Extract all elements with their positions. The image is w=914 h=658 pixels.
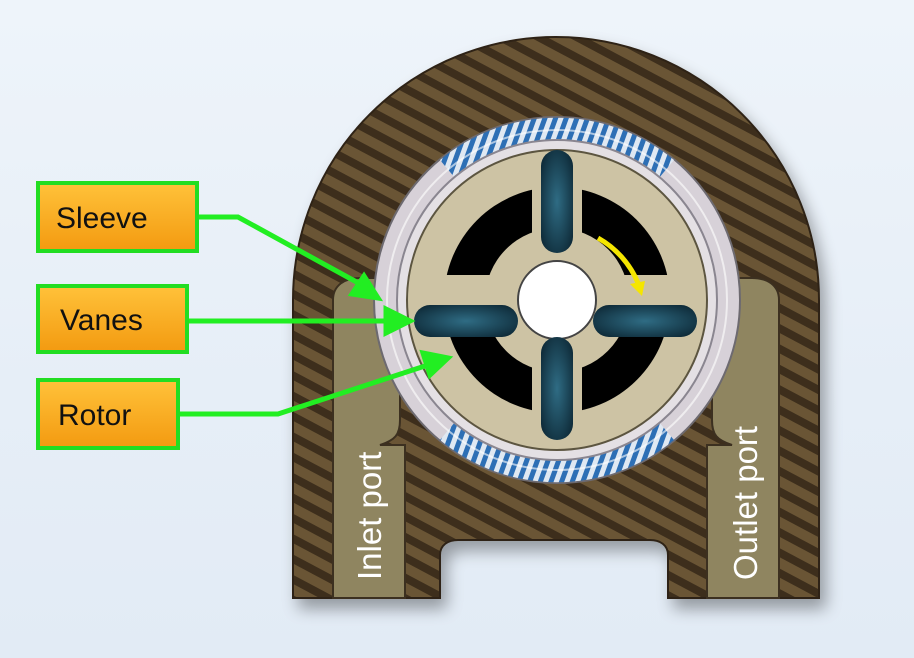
vane-left [414,305,518,337]
label-vanes: Vanes [60,304,143,337]
label-sleeve-box: Sleeve [36,181,199,253]
label-sleeve: Sleeve [56,202,148,235]
label-vanes-box: Vanes [36,284,189,354]
vane-right [593,305,697,337]
vane-top [541,150,573,253]
vane-bottom [541,337,573,440]
sleeve-arrow [197,214,364,288]
outlet-port-label: Outlet port [727,426,764,580]
rotation-arrow-icon [596,235,645,296]
leader-arrows [178,214,454,417]
vanes [414,150,697,440]
label-rotor: Rotor [58,399,131,432]
rotor-arrow [178,362,429,417]
label-rotor-box: Rotor [36,378,180,450]
inlet-port-label: Inlet port [351,452,388,580]
rotor-shaft [517,260,597,340]
